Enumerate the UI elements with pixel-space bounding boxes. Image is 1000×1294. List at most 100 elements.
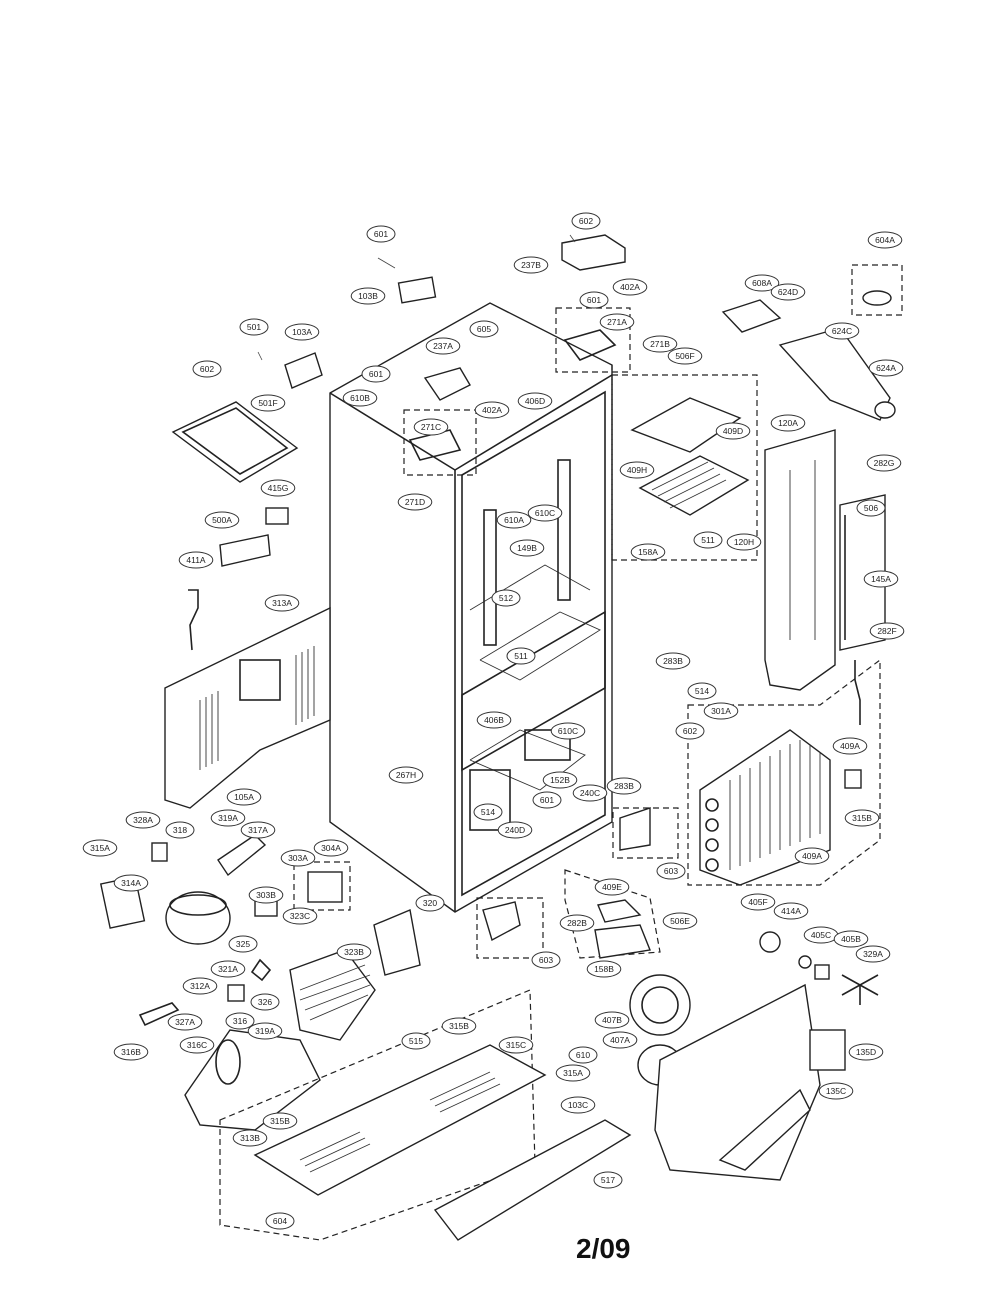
callout-514b: 514 xyxy=(473,803,503,821)
callout-label: 313A xyxy=(272,598,292,608)
callout-271b: 271B xyxy=(642,335,678,353)
callout-313a: 313A xyxy=(264,594,300,612)
callout-409h: 409H xyxy=(619,461,655,479)
callout-321a: 321A xyxy=(210,960,246,978)
callout-329a: 329A xyxy=(855,945,891,963)
callout-271a: 271A xyxy=(599,313,635,331)
callout-312a: 312A xyxy=(182,977,218,995)
callout-282b: 282B xyxy=(559,914,595,932)
callout-label: 407B xyxy=(602,1015,622,1025)
callout-label: 602 xyxy=(579,216,593,226)
callout-506f: 506F xyxy=(667,347,703,365)
callout-label: 602 xyxy=(200,364,214,374)
callout-315a_b: 315A xyxy=(555,1064,591,1082)
callout-409d: 409D xyxy=(715,422,751,440)
base-pan-group xyxy=(219,989,632,1241)
callout-406d: 406D xyxy=(517,392,553,410)
cabinet xyxy=(329,302,613,913)
callout-103a: 103A xyxy=(284,323,320,341)
callout-label: 602 xyxy=(683,726,697,736)
callout-label: 409A xyxy=(840,741,860,751)
callout-411a: 411A xyxy=(178,551,214,569)
callout-283c: 283B xyxy=(606,777,642,795)
callout-601c: 601 xyxy=(361,365,391,383)
callout-label: 105A xyxy=(234,792,254,802)
callout-135c: 135C xyxy=(818,1082,854,1100)
callout-409a_r: 409A xyxy=(832,737,868,755)
callout-603b: 603 xyxy=(531,951,561,969)
callout-label: 405F xyxy=(748,897,767,907)
callout-label: 402A xyxy=(620,282,640,292)
callout-407a: 407A xyxy=(602,1031,638,1049)
callout-label: 103A xyxy=(292,327,312,337)
callout-271c: 271C xyxy=(413,418,449,436)
callout-316: 316 xyxy=(225,1012,255,1030)
callout-label: 240D xyxy=(505,825,525,835)
callout-label: 271D xyxy=(405,497,425,507)
callout-label: 237A xyxy=(433,341,453,351)
callout-103b: 103B xyxy=(350,287,386,305)
callout-409e: 409E xyxy=(594,878,630,896)
callout-303b: 303B xyxy=(248,886,284,904)
callout-label: 501 xyxy=(247,322,261,332)
callout-500a: 500A xyxy=(204,511,240,529)
callout-label: 603 xyxy=(664,866,678,876)
callout-158a: 158A xyxy=(630,543,666,561)
callout-409a_b: 409A xyxy=(794,847,830,865)
callout-610d: 610C xyxy=(550,722,586,740)
callout-label: 514 xyxy=(695,686,709,696)
callout-label: 605 xyxy=(477,324,491,334)
callout-314a: 314A xyxy=(113,874,149,892)
callout-label: 315B xyxy=(852,813,872,823)
callout-515: 515 xyxy=(401,1032,431,1050)
callout-282f: 282F xyxy=(869,622,905,640)
callout-label: 409E xyxy=(602,882,622,892)
callout-label: 282B xyxy=(567,918,587,928)
callout-label: 415G xyxy=(268,483,289,493)
callout-602c: 602 xyxy=(675,722,705,740)
callout-label: 301A xyxy=(711,706,731,716)
callout-label: 325 xyxy=(236,939,250,949)
callout-label: 314A xyxy=(121,878,141,888)
callout-label: 603 xyxy=(539,955,553,965)
left-top-parts xyxy=(171,351,323,651)
callout-label: 158B xyxy=(594,964,614,974)
callout-label: 282F xyxy=(877,626,896,636)
callout-label: 316B xyxy=(121,1047,141,1057)
callout-240c: 240C xyxy=(572,784,608,802)
callout-label: 315A xyxy=(90,843,110,853)
callout-label: 120H xyxy=(734,537,754,547)
callout-604a: 604A xyxy=(867,231,903,249)
callout-label: 315B xyxy=(270,1116,290,1126)
callout-label: 240C xyxy=(580,788,600,798)
callout-405c: 405C xyxy=(803,926,839,944)
callout-323b: 323B xyxy=(336,943,372,961)
callout-325: 325 xyxy=(228,935,258,953)
callout-label: 267H xyxy=(396,770,416,780)
callout-label: 610B xyxy=(350,393,370,403)
callout-label: 315C xyxy=(506,1040,526,1050)
callout-145a: 145A xyxy=(863,570,899,588)
callout-label: 406B xyxy=(484,715,504,725)
callout-label: 610A xyxy=(504,515,524,525)
callout-label: 317A xyxy=(248,825,268,835)
callout-label: 319A xyxy=(255,1026,275,1036)
callout-240d: 240D xyxy=(497,821,533,839)
callout-407b: 407B xyxy=(594,1011,630,1029)
callout-237b: 237B xyxy=(513,256,549,274)
compressor-group xyxy=(99,834,421,1131)
callout-label: 145A xyxy=(871,574,891,584)
page-number: 2/09 xyxy=(576,1233,631,1264)
callout-label: 158A xyxy=(638,547,658,557)
callout-318: 318 xyxy=(165,821,195,839)
callout-label: 328A xyxy=(133,815,153,825)
callout-152b: 152B xyxy=(542,771,578,789)
callout-601a: 601 xyxy=(366,225,396,243)
callout-label: 405C xyxy=(811,930,831,940)
callout-label: 312A xyxy=(190,981,210,991)
callout-label: 511 xyxy=(701,535,715,545)
callout-315b_r: 315B xyxy=(844,809,880,827)
callout-label: 512 xyxy=(499,593,513,603)
callout-103c: 103C xyxy=(560,1096,596,1114)
